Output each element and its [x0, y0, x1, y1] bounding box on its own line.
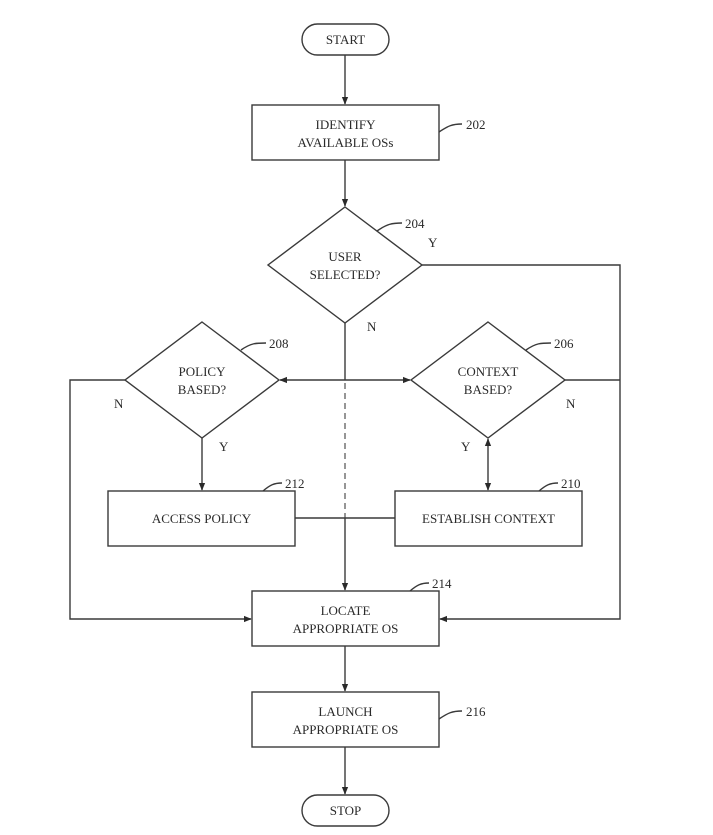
identify-ref-leader	[438, 123, 463, 133]
identify-label-line1: IDENTIFY	[316, 117, 377, 132]
edge-user-selected-yes-to-locate	[422, 264, 621, 623]
node-start: START	[301, 23, 390, 56]
connectors	[69, 55, 621, 795]
identify-label-line2: AVAILABLE OSs	[298, 135, 394, 150]
policy-based-label-line1: POLICY	[179, 364, 227, 379]
locate-ref-number: 214	[432, 576, 452, 591]
locate-box	[251, 590, 440, 647]
context-based-label-line2: BASED?	[464, 382, 513, 397]
policy-based-ref-leader	[240, 342, 267, 351]
launch-ref-number: 216	[466, 704, 486, 719]
node-locate-appropriate-os: LOCATE APPROPRIATE OS 214	[251, 576, 452, 647]
locate-label-line1: LOCATE	[321, 603, 371, 618]
identify-box	[251, 104, 440, 161]
establish-context-ref-number: 210	[561, 476, 581, 491]
context-based-label-line1: CONTEXT	[458, 364, 519, 379]
node-stop: STOP	[301, 794, 390, 827]
node-establish-context: ESTABLISH CONTEXT 210	[394, 476, 583, 547]
policy-based-diamond	[123, 321, 281, 439]
launch-label-line1: LAUNCH	[318, 704, 372, 719]
node-access-policy: ACCESS POLICY 212	[107, 476, 305, 547]
node-policy-based: POLICY BASED? 208 N Y	[114, 321, 289, 454]
user-selected-diamond	[266, 206, 424, 324]
policy-based-label-line2: BASED?	[178, 382, 227, 397]
node-identify-available-oss: IDENTIFY AVAILABLE OSs 202	[251, 104, 486, 161]
launch-box	[251, 691, 440, 748]
user-selected-no-label: N	[367, 319, 377, 334]
access-policy-box	[107, 490, 296, 547]
establish-context-ref-leader	[538, 482, 559, 492]
node-launch-appropriate-os: LAUNCH APPROPRIATE OS 216	[251, 691, 486, 748]
user-selected-ref-number: 204	[405, 216, 425, 231]
context-based-ref-number: 206	[554, 336, 574, 351]
launch-ref-leader	[438, 710, 463, 720]
context-based-ref-leader	[525, 342, 552, 351]
context-based-diamond	[409, 321, 567, 439]
node-context-based: CONTEXT BASED? 206 N Y	[409, 321, 576, 454]
locate-ref-leader	[409, 582, 430, 592]
identify-ref-number: 202	[466, 117, 486, 132]
access-policy-label: ACCESS POLICY	[152, 511, 252, 526]
establish-context-label: ESTABLISH CONTEXT	[422, 511, 555, 526]
user-selected-ref-leader	[376, 222, 403, 232]
stop-label: STOP	[330, 803, 362, 818]
user-selected-label-line1: USER	[328, 249, 362, 264]
user-selected-yes-label: Y	[428, 235, 438, 250]
locate-label-line2: APPROPRIATE OS	[293, 621, 399, 636]
start-terminator	[301, 23, 390, 56]
policy-based-no-label: N	[114, 396, 124, 411]
access-policy-ref-number: 212	[285, 476, 305, 491]
context-based-no-label: N	[566, 396, 576, 411]
policy-based-ref-number: 208	[269, 336, 289, 351]
start-label: START	[326, 32, 365, 47]
launch-label-line2: APPROPRIATE OS	[293, 722, 399, 737]
user-selected-label-line2: SELECTED?	[310, 267, 381, 282]
stop-terminator	[301, 794, 390, 827]
node-user-selected: USER SELECTED? 204 Y N	[266, 206, 438, 334]
access-policy-ref-leader	[262, 482, 283, 492]
edge-policy-based-no-to-locate	[69, 379, 252, 623]
policy-based-yes-label: Y	[219, 439, 229, 454]
context-based-yes-label: Y	[461, 439, 471, 454]
establish-context-box	[394, 490, 583, 547]
